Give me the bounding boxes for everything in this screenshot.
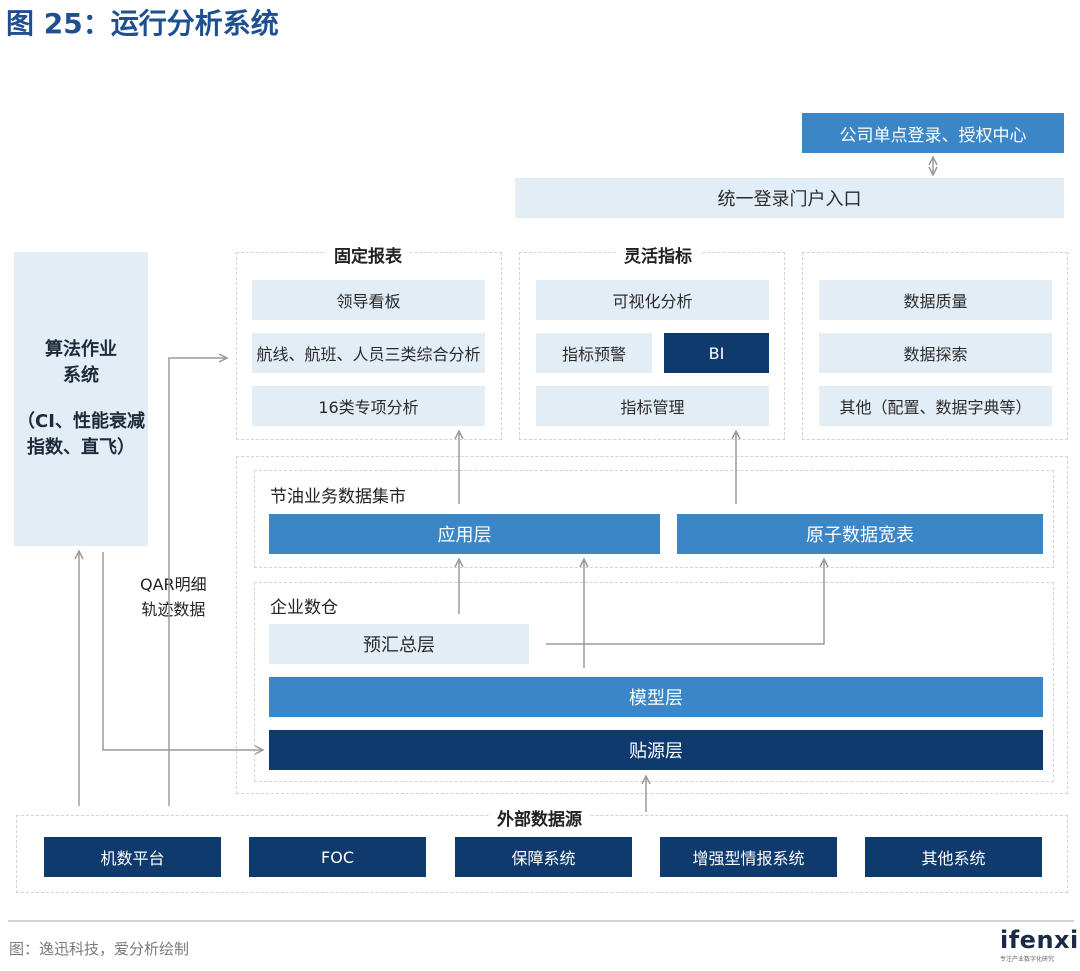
sso-box: 公司单点登录、授权中心 [802, 113, 1064, 153]
metrics-visual-analysis: 可视化分析 [536, 280, 769, 320]
data-quality: 数据质量 [819, 280, 1052, 320]
warehouse-heading: 企业数仓 [270, 598, 338, 618]
logo-wordmark: ifenxi [1000, 926, 1079, 954]
ifenxi-logo: ifenxi 专注产业数字化研究 [1000, 926, 1079, 966]
application-layer: 应用层 [269, 514, 660, 554]
source-layer: 贴源层 [269, 730, 1043, 770]
algo-line-4: 指数、直飞） [27, 437, 135, 458]
page-title: 图 25：运行分析系统 [6, 7, 279, 40]
metrics-bi: BI [664, 333, 769, 373]
qar-detail-label: QAR明细 轨迹数据 [140, 570, 207, 624]
external-source-item: 机数平台 [44, 837, 221, 877]
report-special-analysis: 16类专项分析 [252, 386, 485, 426]
qar-line-2: 轨迹数据 [141, 600, 206, 619]
algo-line-2: 系统 [63, 365, 99, 386]
external-source-item: 增强型情报系统 [660, 837, 837, 877]
algo-line-1: 算法作业 [45, 339, 117, 360]
fixed-reports-heading: 固定报表 [326, 242, 410, 267]
algorithm-system-box: 算法作业 系统 （CI、性能衰减 指数、直飞） [14, 252, 148, 546]
model-layer: 模型层 [269, 677, 1043, 717]
other-functions-panel [802, 252, 1068, 440]
external-source-item: FOC [249, 837, 426, 877]
other-config-dictionary: 其他（配置、数据字典等） [819, 386, 1052, 426]
report-combined-analysis: 航线、航班、人员三类综合分析 [252, 333, 485, 373]
metrics-management: 指标管理 [536, 386, 769, 426]
report-leader-dashboard: 领导看板 [252, 280, 485, 320]
qar-line-1: QAR明细 [140, 575, 207, 594]
data-exploration: 数据探索 [819, 333, 1052, 373]
portal-box: 统一登录门户入口 [515, 178, 1064, 218]
pre-summary-layer: 预汇总层 [269, 624, 529, 664]
flexible-metrics-heading: 灵活指标 [616, 242, 700, 267]
data-mart-heading: 节油业务数据集市 [270, 487, 406, 507]
logo-tagline: 专注产业数字化研究 [1000, 956, 1055, 963]
external-source-item: 保障系统 [455, 837, 632, 877]
algo-line-3: （CI、性能衰减 [17, 411, 145, 432]
external-sources-heading: 外部数据源 [489, 805, 590, 830]
atomic-wide-table: 原子数据宽表 [677, 514, 1043, 554]
footer-divider [8, 920, 1074, 922]
metrics-alert: 指标预警 [536, 333, 652, 373]
external-source-item: 其他系统 [865, 837, 1042, 877]
source-note: 图：逸迅科技，爱分析绘制 [9, 940, 190, 958]
